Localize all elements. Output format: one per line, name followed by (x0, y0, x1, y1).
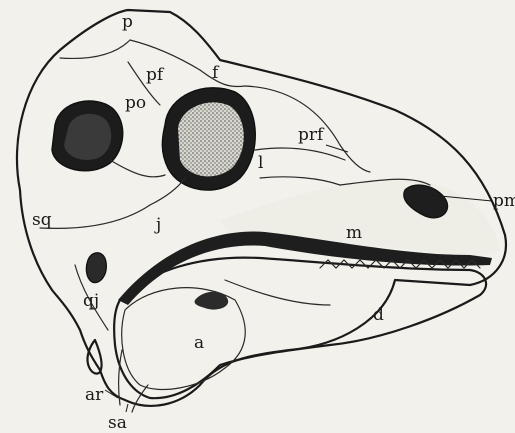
label-jugal: j (154, 215, 161, 235)
label-postfrontal: pf (146, 65, 165, 85)
label-frontal: f (212, 63, 220, 83)
label-premaxilla: pm (493, 191, 515, 211)
label-maxilla: m (346, 223, 362, 243)
label-dentary: d (373, 305, 384, 325)
label-lacrimal: l (258, 153, 263, 173)
orbit-inner (178, 102, 244, 176)
label-parietal: p (122, 12, 133, 32)
label-articular: ar (85, 385, 104, 405)
label-quadratojugal: qj (83, 291, 99, 311)
label-prefrontal: prf (298, 125, 325, 145)
label-squamosal: sq (32, 210, 52, 230)
label-angular: a (194, 333, 204, 353)
mandibular-fenestra (195, 292, 229, 310)
lateral-fenestra (86, 253, 106, 283)
mandible-outline (114, 258, 486, 399)
label-postorbital: po (125, 93, 146, 113)
label-surangular: sa (108, 413, 127, 433)
